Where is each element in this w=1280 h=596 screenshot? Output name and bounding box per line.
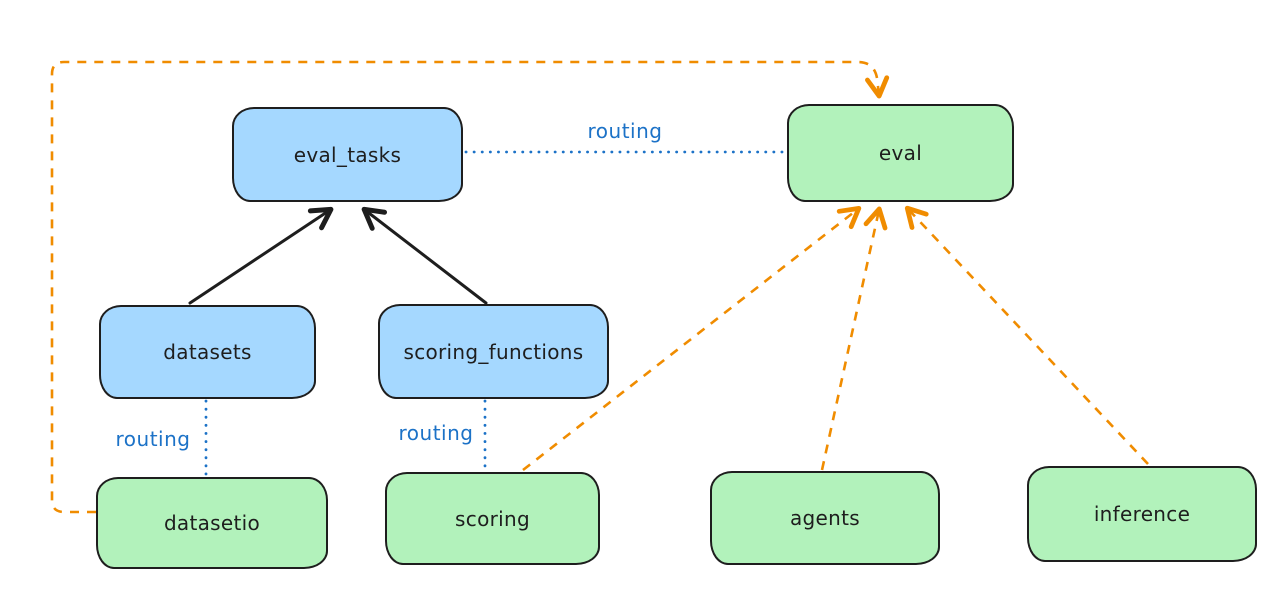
- edge-inference-to-eval: [904, 205, 1149, 465]
- edge-datasetio-to-eval: [50, 60, 890, 514]
- node-agents: agents: [710, 471, 940, 565]
- node-eval-tasks-label: eval_tasks: [293, 142, 402, 167]
- edge-scoring-functions-to-eval-tasks: [361, 206, 488, 305]
- node-datasetio: datasetio: [96, 477, 328, 569]
- node-eval: eval: [787, 104, 1014, 202]
- node-datasets: datasets: [99, 305, 316, 399]
- node-scoring-functions: scoring_functions: [378, 304, 609, 399]
- edge-label-routing-scoring-functions-scoring: routing: [398, 421, 474, 445]
- node-inference: inference: [1027, 466, 1257, 562]
- node-datasetio-label: datasetio: [163, 511, 261, 535]
- edge-label-routing-eval-tasks-eval: routing: [587, 119, 663, 143]
- node-eval-tasks: eval_tasks: [232, 107, 463, 202]
- node-agents-label: agents: [790, 506, 860, 530]
- node-scoring-label: scoring: [455, 506, 530, 531]
- node-scoring: scoring: [385, 472, 600, 565]
- node-datasets-label: datasets: [163, 340, 252, 364]
- node-eval-label: eval: [878, 141, 923, 165]
- edge-scoring-to-eval: [522, 205, 862, 472]
- node-scoring-functions-label: scoring_functions: [403, 339, 584, 364]
- node-inference-label: inference: [1093, 502, 1191, 526]
- edge-label-routing-datasets-datasetio: routing: [115, 427, 191, 451]
- edge-agents-to-eval: [820, 206, 888, 471]
- edge-datasets-to-eval-tasks: [188, 206, 334, 305]
